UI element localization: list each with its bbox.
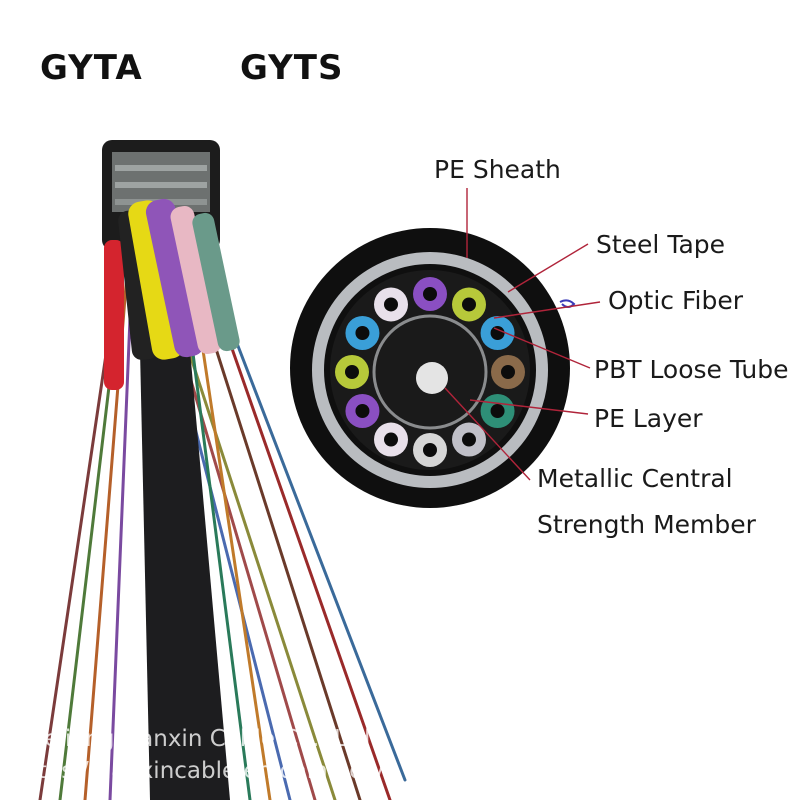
label-central-member-line2: Strength Member: [537, 510, 756, 539]
central-strength-member: [416, 362, 448, 394]
loose-tube-bore: [345, 365, 359, 379]
loose-tube-bore: [462, 297, 476, 312]
loose-tube-bore: [384, 297, 398, 312]
steel-tape-ring: [312, 252, 548, 488]
label-optic-fiber: Optic Fiber: [608, 286, 744, 315]
label-pe-sheath: PE Sheath: [434, 155, 561, 184]
loose-tube-bore: [355, 326, 370, 340]
label-pbt-loose-tube: PBT Loose Tube: [594, 355, 789, 384]
label-central-member-line1: Metallic Central: [537, 464, 733, 493]
loose-tube-bore: [501, 365, 515, 379]
loose-tube-bore: [462, 432, 476, 447]
loose-tube-bore: [423, 287, 437, 301]
watermark-url: https://hanxincable.en.china.cn/: [14, 758, 385, 784]
loose-tube-bore: [423, 443, 437, 457]
watermark-company: Zhejiang Hanxin Cable Co., Ltd.: [14, 726, 378, 752]
loose-tube-ring: [335, 277, 525, 467]
stripped-cable-photo: [38, 140, 407, 800]
loose-tube-bore: [490, 326, 505, 340]
loose-tube-bore: [355, 404, 370, 418]
loose-tube-bore: [384, 432, 398, 447]
leader-lines: [444, 188, 601, 481]
pe-layer-ring: [372, 314, 488, 430]
label-steel-tape: Steel Tape: [596, 230, 726, 259]
loose-tube-bore: [490, 404, 505, 418]
cable-cross-section: [290, 228, 576, 508]
title-gyts: GYTS: [240, 48, 344, 88]
label-pe-layer: PE Layer: [594, 404, 703, 433]
title-gyta: GYTA: [40, 48, 143, 88]
